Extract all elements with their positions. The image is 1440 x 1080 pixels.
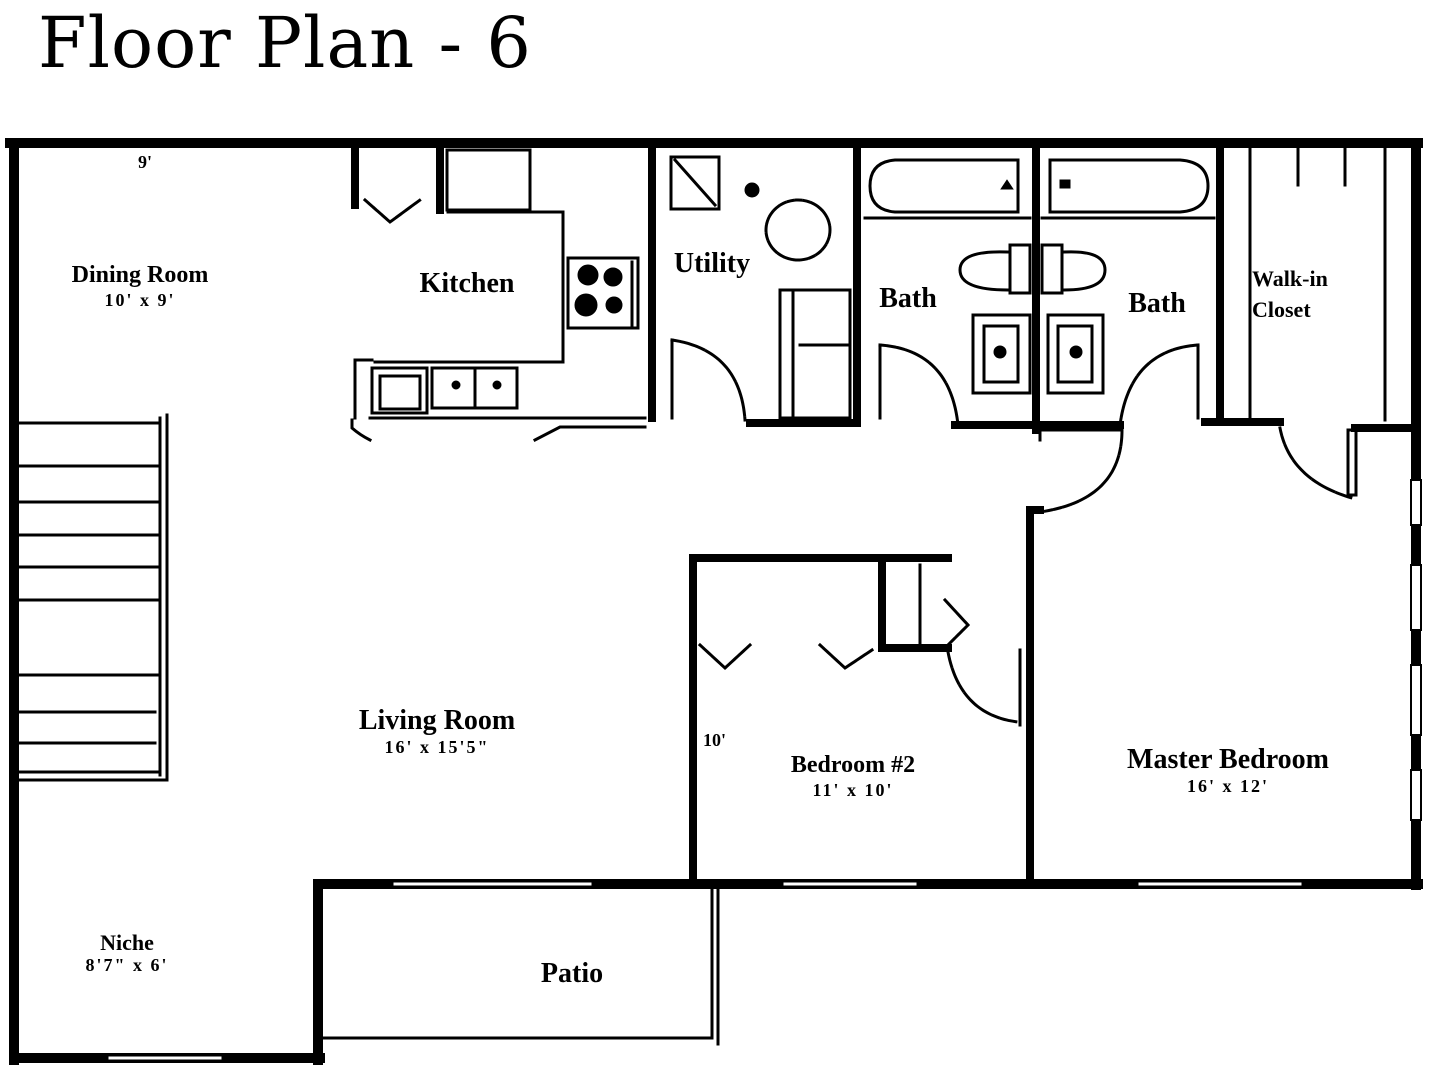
room-name: Master Bedroom bbox=[1127, 744, 1329, 775]
floor-plan-title: Floor Plan - 6 bbox=[38, 2, 532, 84]
bedroom2-ceiling-mark: 10' bbox=[703, 730, 727, 750]
utility-fixtures bbox=[669, 155, 852, 422]
room-walk-in-closet: Walk-in Closet bbox=[1252, 266, 1328, 323]
room-name: Utility bbox=[673, 248, 751, 279]
closet-fixtures bbox=[1248, 146, 1387, 500]
exterior-walls bbox=[5, 138, 1423, 1065]
room-dimensions: 16' x 12' bbox=[1186, 776, 1270, 797]
room-bath-2: Bath bbox=[1128, 288, 1186, 320]
room-name: Bath bbox=[879, 283, 937, 314]
room-dimensions: 8'7" x 6' bbox=[85, 955, 169, 976]
room-living: Living Room 16' x 15'5" bbox=[359, 705, 515, 758]
room-dimensions: 10' x 9' bbox=[104, 289, 176, 310]
room-patio: Patio bbox=[541, 958, 603, 990]
room-name: Patio bbox=[540, 958, 604, 989]
interior-walls bbox=[351, 139, 1420, 888]
room-dimensions: 16' x 15'5" bbox=[384, 737, 490, 758]
room-niche: Niche 8'7" x 6' bbox=[86, 930, 169, 976]
room-name: Niche bbox=[100, 930, 154, 955]
kitchen-fixtures bbox=[350, 148, 647, 443]
patio-outline bbox=[320, 888, 720, 1046]
room-name: Living Room bbox=[358, 705, 516, 736]
dining-ceiling-mark: 9' bbox=[138, 152, 153, 172]
room-master-bedroom: Master Bedroom 16' x 12' bbox=[1127, 744, 1329, 797]
room-dimensions: 11' x 10' bbox=[812, 779, 894, 800]
stairs bbox=[16, 413, 169, 782]
room-name-line1: Walk-in bbox=[1252, 266, 1328, 291]
room-name: Bath bbox=[1128, 288, 1186, 319]
room-dining: Dining Room 10' x 9' bbox=[72, 262, 209, 310]
room-name: Dining Room bbox=[71, 262, 209, 288]
room-name-line2: Closet bbox=[1252, 297, 1311, 323]
room-kitchen: Kitchen bbox=[420, 268, 515, 300]
windows bbox=[108, 882, 1302, 1060]
room-bedroom-2: Bedroom #2 11' x 10' bbox=[791, 752, 915, 800]
room-name: Bedroom #2 bbox=[790, 752, 916, 778]
room-utility: Utility bbox=[674, 248, 750, 280]
room-name: Kitchen bbox=[419, 268, 515, 299]
bath-fixtures bbox=[863, 158, 1216, 427]
room-bath-1: Bath bbox=[879, 283, 937, 315]
